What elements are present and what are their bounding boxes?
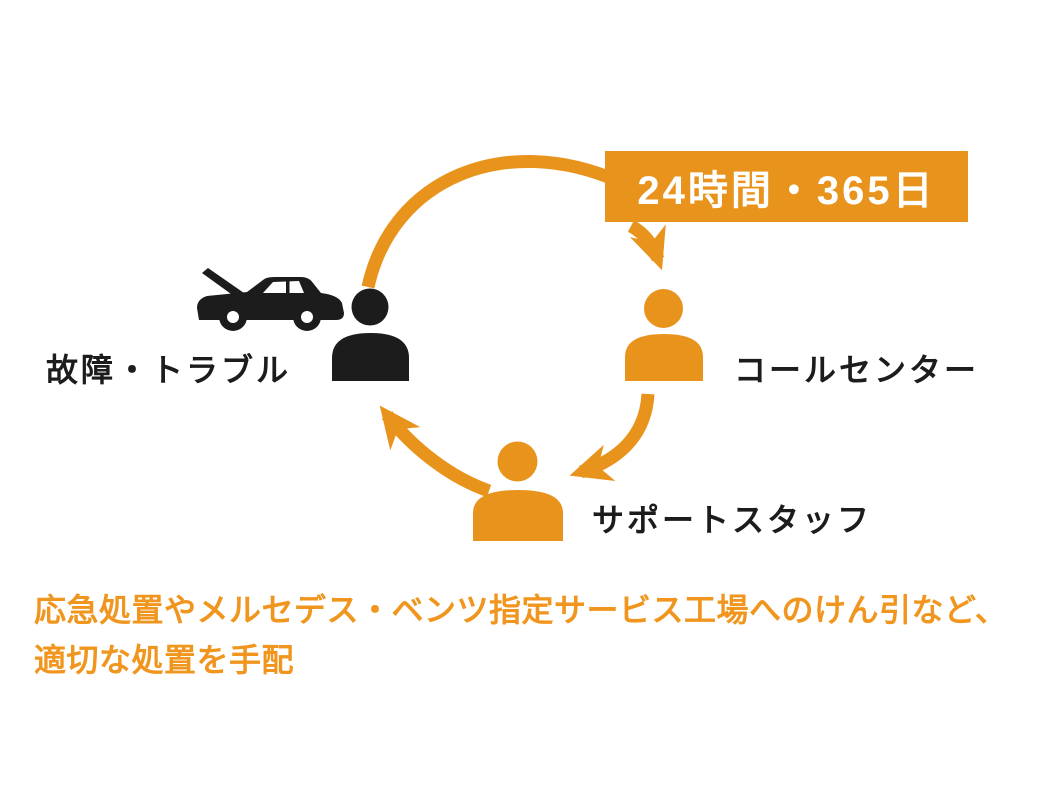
label-support-staff: サポートスタッフ: [592, 502, 873, 538]
label-trouble: 故障・トラブル: [46, 352, 292, 388]
arrow-trouble-to-call-center: [361, 154, 666, 289]
person-icon-support-staff: [473, 441, 563, 541]
badge-24h-365d: 24時間・365日: [605, 151, 968, 222]
person-icon-call-center: [625, 289, 703, 381]
arrow-call-center-to-support-staff: [569, 393, 655, 481]
caption-line-2: 適切な処置を手配: [34, 642, 295, 678]
person-icon-trouble: [332, 288, 409, 381]
label-call-center: コールセンター: [734, 352, 980, 388]
badge-label: 24時間・365日: [637, 168, 936, 213]
arrow-support-staff-to-trouble: [379, 405, 492, 498]
car-open-hood-icon: [197, 268, 344, 331]
caption-line-1: 応急処置やメルセデス・ベンツ指定サービス工場へのけん引など、: [34, 592, 1008, 628]
caption: 応急処置やメルセデス・ベンツ指定サービス工場へのけん引など、 適切な処置を手配: [34, 585, 1034, 685]
